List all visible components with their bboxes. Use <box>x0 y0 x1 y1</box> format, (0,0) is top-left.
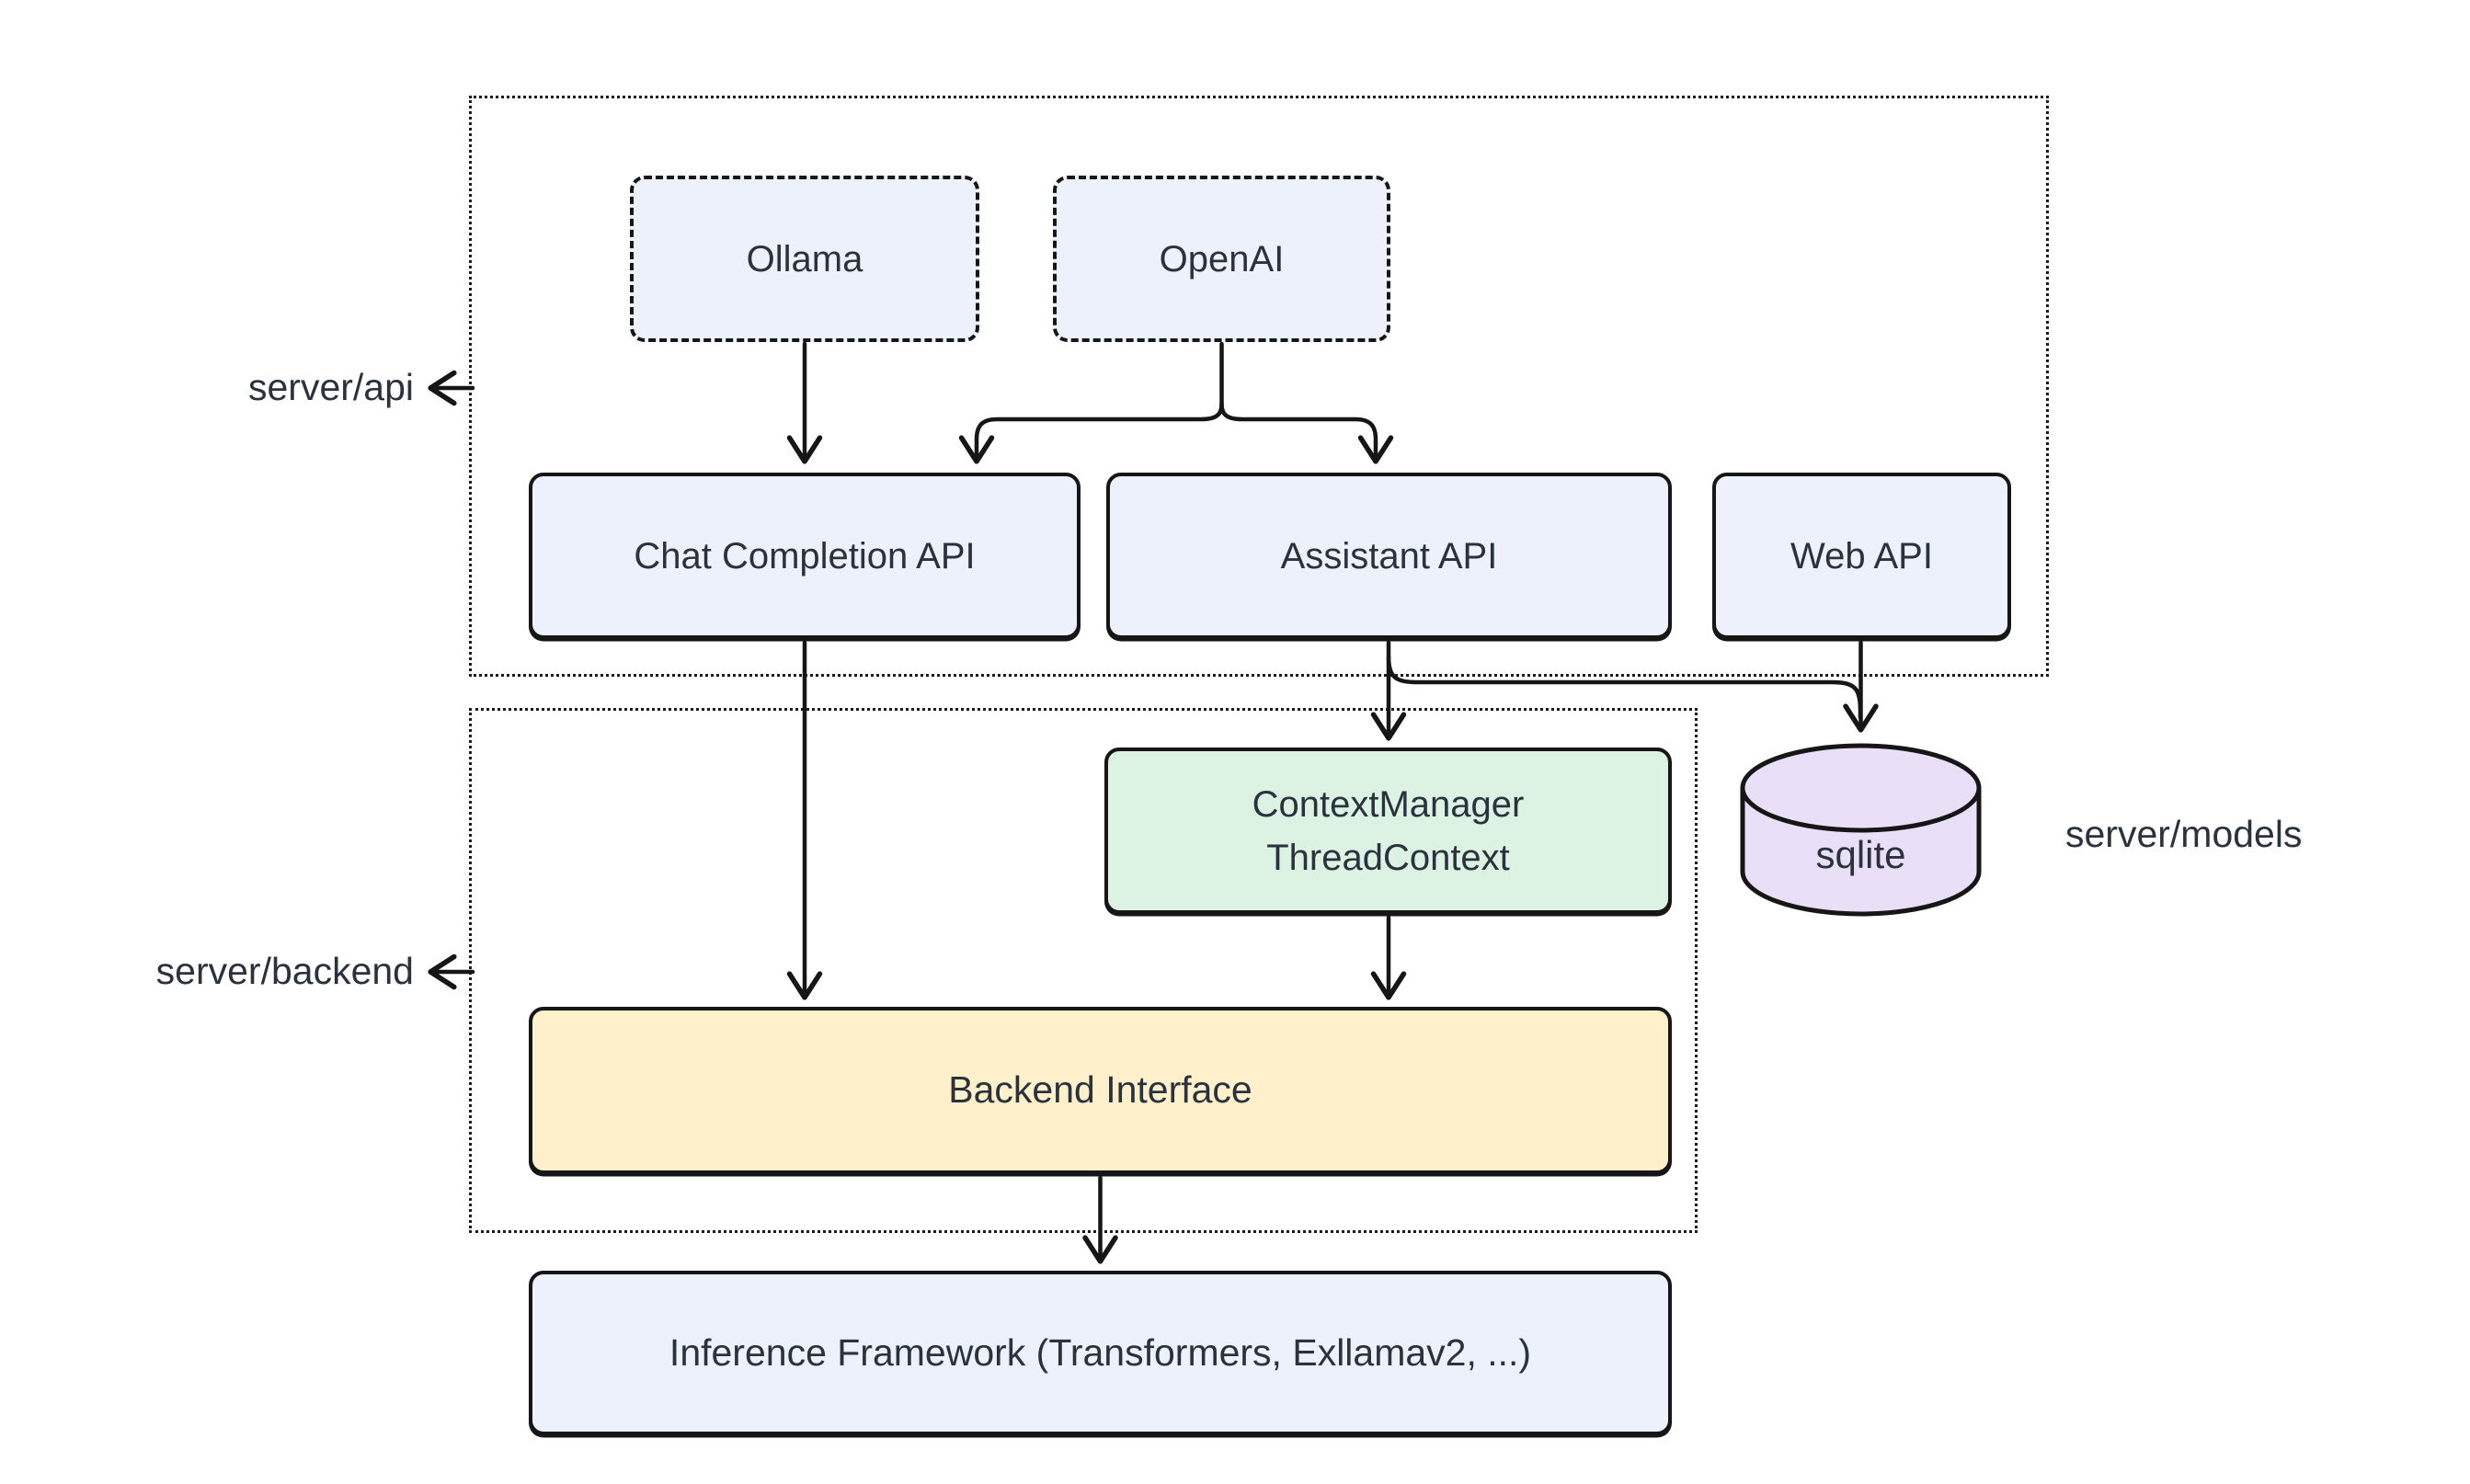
node-assistant-api: Assistant API <box>1106 473 1672 639</box>
node-chat-completion-api-label: Chat Completion API <box>634 535 976 576</box>
label-server-api: server/api <box>247 366 414 408</box>
node-openai: OpenAI <box>1053 176 1390 342</box>
node-inference-framework: Inference Framework (Transformers, Exlla… <box>529 1271 1672 1435</box>
node-assistant-api-label: Assistant API <box>1280 535 1498 576</box>
sqlite-cylinder-top <box>1740 743 1982 833</box>
node-context-manager: ContextManager ThreadContext <box>1104 748 1672 914</box>
node-web-api: Web API <box>1712 473 2011 639</box>
node-backend-interface: Backend Interface <box>529 1007 1672 1174</box>
node-chat-completion-api: Chat Completion API <box>529 473 1081 639</box>
node-ollama: Ollama <box>630 176 979 342</box>
label-server-backend: server/backend <box>155 950 414 992</box>
node-context-manager-line2: ThreadContext <box>1266 837 1510 878</box>
node-backend-interface-label: Backend Interface <box>948 1068 1252 1112</box>
label-server-models: server/models <box>2065 813 2303 855</box>
node-web-api-label: Web API <box>1790 535 1933 576</box>
node-inference-framework-label: Inference Framework (Transformers, Exlla… <box>669 1330 1532 1374</box>
node-ollama-label: Ollama <box>746 238 863 280</box>
node-openai-label: OpenAI <box>1159 238 1285 280</box>
node-sqlite-label: sqlite <box>1815 833 1906 876</box>
node-context-manager-line1: ContextManager <box>1252 783 1525 825</box>
